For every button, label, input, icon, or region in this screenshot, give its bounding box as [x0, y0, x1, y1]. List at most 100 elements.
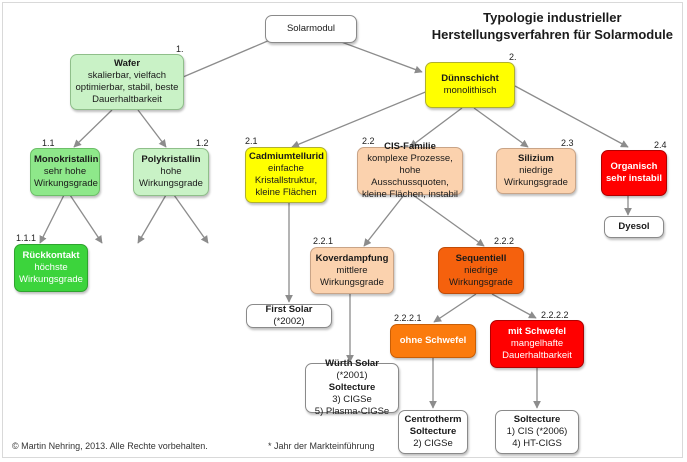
- node-first-solar-title: First Solar: [265, 304, 313, 315]
- node-wuerth-line2: Soltecture: [328, 382, 376, 393]
- node-soltecture-2-line2: 1) CIS (*2006): [506, 426, 568, 437]
- node-cis: CIS-Familie komplexe Prozesse, hohe Auss…: [357, 141, 463, 200]
- frame: [2, 2, 683, 458]
- node-poly-desc2: Wirkungsgrade: [139, 178, 203, 189]
- node-dyesol-title: Dyesol: [618, 221, 650, 232]
- edge-mono-rueck: [39, 194, 65, 244]
- node-wuerth-line3: 3) CIGSe: [332, 394, 372, 405]
- node-rueck: Rückkontakt höchste Wirkungsgrade: [14, 244, 88, 292]
- node-cdte-desc3: kleine Flächen: [255, 187, 317, 198]
- footer-copyright: © Martin Nehring, 2013. Alle Rechte vorb…: [12, 441, 208, 451]
- node-mit-desc1: mangelhafte: [510, 338, 564, 349]
- node-sequentiell: Sequentiell niedrige Wirkungsgrade: [438, 247, 524, 294]
- node-sequentiell-desc1: niedrige: [464, 264, 498, 276]
- node-wafer-desc2: optimierbar, stabil, beste: [75, 82, 179, 93]
- num-duennschicht: 2.: [509, 52, 517, 62]
- node-rueck-desc1: höchste: [34, 262, 68, 273]
- edge-duenn-silizium: [473, 107, 529, 148]
- edge-cis-koverd: [363, 194, 405, 247]
- num-koverd: 2.2.1: [313, 236, 334, 246]
- node-cdte: Cadmiumtellurid einfache Kristallstruktu…: [245, 147, 327, 203]
- node-duennschicht-title: Dünnschicht: [441, 73, 499, 84]
- node-poly: Polykristallin hohe Wirkungsgrade: [133, 148, 209, 196]
- edge-poly-arrow2: [173, 194, 209, 244]
- edge-wafer-poly: [137, 109, 167, 148]
- node-mit-title: mit Schwefel: [507, 326, 567, 337]
- node-centrotherm-line3: 2) CIGSe: [413, 438, 453, 449]
- node-mit-desc2: Dauerhaltbarkeit: [502, 350, 572, 361]
- footer-note: * Jahr der Markteinführung: [268, 441, 375, 451]
- node-first-solar: First Solar (*2002): [246, 304, 332, 328]
- edge-poly-arrow1: [137, 194, 167, 244]
- node-ohne: ohne Schwefel: [390, 324, 476, 358]
- node-sequentiell-desc2: Wirkungsgrade: [449, 276, 513, 288]
- num-organisch: 2.4: [654, 140, 667, 150]
- node-organisch: Organisch sehr instabil: [601, 150, 667, 196]
- node-wafer-desc1: skalierbar, vielfach: [87, 70, 167, 81]
- node-wuerth: Würth Solar (*2001) Soltecture 3) CIGSe …: [305, 358, 399, 417]
- node-mono: Monokristallin sehr hohe Wirkungsgrade: [30, 148, 100, 196]
- node-soltecture-2-line3: 4) HT-CIGS: [512, 438, 562, 449]
- node-koverd-desc2: Wirkungsgrade: [320, 276, 384, 288]
- node-cis-desc1: komplexe Prozesse,: [367, 153, 453, 164]
- node-first-solar-desc: (*2002): [273, 316, 305, 327]
- node-centrotherm: Centrotherm Soltecture 2) CIGSe: [398, 410, 468, 454]
- edge-solarmodul-wafer: [175, 39, 271, 81]
- node-poly-title: Polykristallin: [141, 154, 201, 165]
- edge-solarmodul-duennschicht: [335, 39, 423, 74]
- node-cis-desc2: hohe Ausschussquoten,: [371, 165, 449, 188]
- edge-mono-arrow: [69, 194, 103, 244]
- node-cis-desc3: kleine Flächen, instabil: [361, 189, 459, 200]
- edge-seq-mit: [491, 293, 537, 319]
- node-ohne-title: ohne Schwefel: [399, 335, 467, 346]
- node-koverd-desc1: mittlere: [336, 264, 368, 276]
- node-wafer: Wafer skalierbar, vielfach optimierbar, …: [70, 54, 184, 110]
- edge-duenn-cis: [409, 107, 463, 148]
- node-organisch-desc1: sehr instabil: [606, 173, 662, 184]
- edge-duenn-cdte: [291, 85, 441, 148]
- node-rueck-desc2: Wirkungsgrade: [19, 274, 83, 285]
- num-rueck: 1.1.1: [16, 233, 37, 243]
- edge-duenn-organisch: [514, 85, 629, 148]
- node-rueck-title: Rückkontakt: [22, 250, 80, 261]
- node-soltecture-2-title: Soltecture: [513, 414, 561, 425]
- node-cis-title: CIS-Familie: [384, 141, 436, 152]
- node-wafer-title: Wafer: [113, 58, 141, 69]
- edge-wafer-mono: [73, 109, 113, 148]
- title-line1: Typologie industrieller: [483, 10, 622, 25]
- node-organisch-title: Organisch: [610, 161, 658, 172]
- node-silizium-desc1: niedrige: [519, 165, 553, 176]
- node-mono-title: Monokristallin: [34, 154, 99, 165]
- node-silizium-desc2: Wirkungsgrade: [504, 177, 568, 188]
- node-solarmodul-label: Solarmodul: [286, 23, 336, 34]
- edge-cis-sequentiell: [412, 194, 485, 247]
- node-wuerth-desc: (*2001): [336, 370, 368, 381]
- node-poly-desc1: hohe: [160, 166, 182, 177]
- num-wafer: 1.: [176, 44, 184, 54]
- diagram-title: Typologie industrieller Herstellungsverf…: [432, 9, 673, 43]
- node-cdte-desc2: Kristallstruktur,: [254, 175, 318, 186]
- node-mono-desc1: sehr hohe: [43, 166, 87, 177]
- node-silizium-title: Silizium: [518, 153, 554, 164]
- num-cis: 2.2: [362, 136, 375, 146]
- node-koverd: Koverdampfung mittlere Wirkungsgrade: [310, 247, 394, 294]
- node-silizium: Silizium niedrige Wirkungsgrade: [496, 148, 576, 194]
- num-silizium: 2.3: [561, 138, 574, 148]
- num-mono: 1.1: [42, 138, 55, 148]
- num-poly: 1.2: [196, 138, 209, 148]
- node-solarmodul: Solarmodul: [265, 15, 357, 43]
- node-dyesol: Dyesol: [604, 216, 664, 238]
- node-cdte-title: Cadmiumtellurid: [249, 151, 324, 162]
- node-koverd-title: Koverdampfung: [315, 252, 389, 264]
- edge-seq-ohne: [433, 293, 477, 323]
- node-duennschicht: Dünnschicht monolithisch: [425, 62, 515, 108]
- num-sequentiell: 2.2.2: [494, 236, 515, 246]
- num-mit: 2.2.2.2: [541, 310, 569, 320]
- num-cdte: 2.1: [245, 136, 258, 146]
- node-sequentiell-title: Sequentiell: [455, 252, 507, 264]
- node-centrotherm-title: Centrotherm: [404, 414, 462, 425]
- node-wafer-desc3: Dauerhaltbarkeit: [92, 94, 162, 105]
- node-soltecture-2: Soltecture 1) CIS (*2006) 4) HT-CIGS: [495, 410, 579, 454]
